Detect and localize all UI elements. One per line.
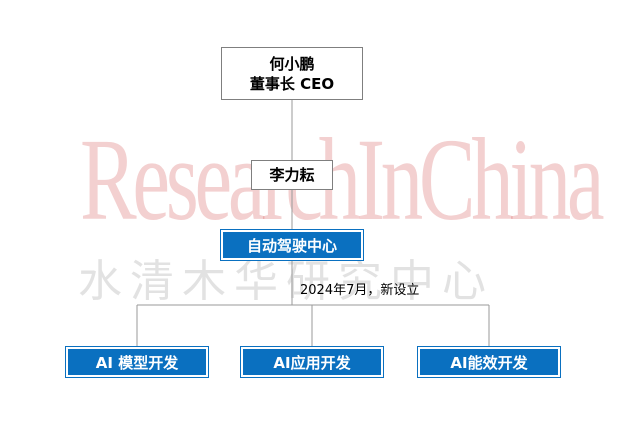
ceo-title: 董事长 CEO [249, 74, 335, 93]
executive-name: 李力耘 [269, 166, 315, 184]
dept-node-ai-efficiency: AI能效开发 [417, 346, 561, 378]
ceo-node: 何小鹏 董事长 CEO [221, 47, 363, 100]
executive-node: 李力耘 [251, 160, 333, 190]
dept-label: AI能效开发 [450, 353, 528, 372]
dept-label: AI应用开发 [273, 353, 351, 372]
watermark-chinese: 水清木华研究中心 [78, 256, 494, 307]
center-label: 自动驾驶中心 [246, 236, 337, 255]
dept-label: AI 模型开发 [95, 353, 179, 372]
dept-node-ai-application: AI应用开发 [240, 346, 384, 378]
dept-node-ai-model: AI 模型开发 [65, 346, 209, 378]
ceo-name: 何小鹏 [269, 54, 315, 73]
autonomous-driving-center-node: 自动驾驶中心 [220, 229, 364, 261]
center-established-note: 2024年7月，新设立 [300, 283, 420, 298]
